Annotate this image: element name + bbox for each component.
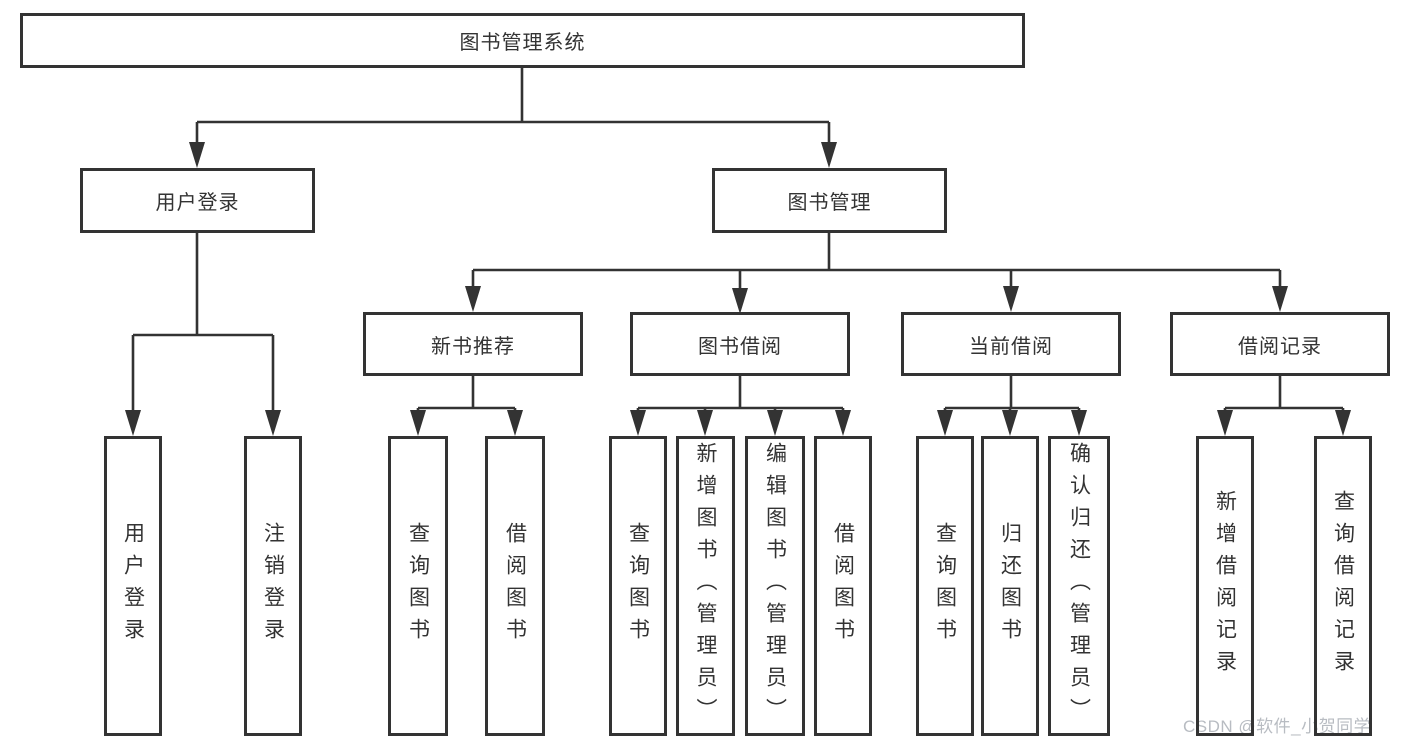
node-book-management: 图书管理 bbox=[712, 168, 947, 233]
leaf-return-books: 归还图书 bbox=[981, 436, 1039, 736]
leaf-query-books-1: 查询图书 bbox=[388, 436, 448, 736]
leaf-add-books-admin: 新增图书（管理员） bbox=[676, 436, 735, 736]
node-current-borrow: 当前借阅 bbox=[901, 312, 1121, 376]
leaf-confirm-return-admin: 确认归还（管理员） bbox=[1048, 436, 1110, 736]
leaf-user-login: 用户登录 bbox=[104, 436, 162, 736]
leaf-edit-books-admin: 编辑图书（管理员） bbox=[745, 436, 805, 736]
leaf-query-books-3: 查询图书 bbox=[916, 436, 974, 736]
leaf-borrow-books-2: 借阅图书 bbox=[814, 436, 872, 736]
leaf-logout: 注销登录 bbox=[244, 436, 302, 736]
csdn-watermark: CSDN @软件_小贺同学 bbox=[1183, 717, 1372, 736]
leaf-query-books-2: 查询图书 bbox=[609, 436, 667, 736]
node-root: 图书管理系统 bbox=[20, 13, 1025, 68]
node-new-book-recommend: 新书推荐 bbox=[363, 312, 583, 376]
node-borrow-records: 借阅记录 bbox=[1170, 312, 1390, 376]
node-user-login: 用户登录 bbox=[80, 168, 315, 233]
leaf-borrow-books-1: 借阅图书 bbox=[485, 436, 545, 736]
node-book-borrow: 图书借阅 bbox=[630, 312, 850, 376]
leaf-add-borrow-record: 新增借阅记录 bbox=[1196, 436, 1254, 736]
leaf-query-borrow-record: 查询借阅记录 bbox=[1314, 436, 1372, 736]
